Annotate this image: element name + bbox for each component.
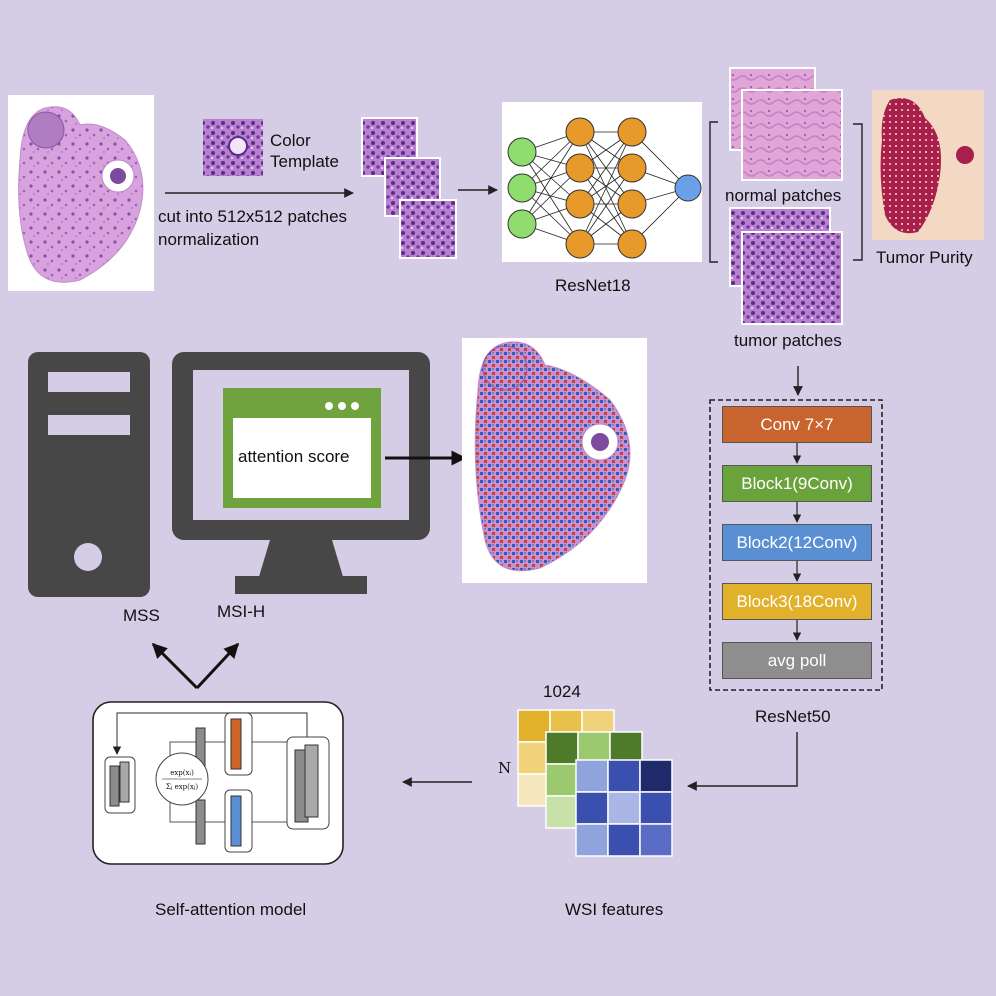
resnet50-block-1: Block1(9Conv) xyxy=(722,465,872,502)
block-label: Block3(18Conv) xyxy=(736,592,858,611)
self-attention-model-diagram: exp(xi) Σj exp(xj) xyxy=(92,701,344,865)
feature-n-label: N xyxy=(498,759,512,777)
tumor-purity-map xyxy=(872,90,984,240)
classification-output-arrows xyxy=(151,642,240,690)
tumor-patches-stack xyxy=(729,207,843,325)
neuron-node xyxy=(617,117,647,147)
bracket-right xyxy=(853,123,863,261)
attention-window xyxy=(223,388,381,508)
block-label: Conv 7×7 xyxy=(760,415,834,434)
resnet18-label: ResNet18 xyxy=(555,276,631,295)
block-label: avg poll xyxy=(767,651,827,670)
neuron-node xyxy=(507,209,537,239)
neuron-node xyxy=(617,189,647,219)
msi-h-label: MSI-H xyxy=(217,602,266,621)
normalization-label: normalization xyxy=(158,230,260,249)
feature-dim-label: 1024 xyxy=(543,682,581,701)
neuron-node xyxy=(565,117,595,147)
neuron-node xyxy=(507,173,537,203)
svg-text:exp(xi): exp(xi) xyxy=(170,769,194,777)
resnet50-block-avg-pool: avg poll xyxy=(722,642,872,679)
self-attention-model-label: Self-attention model xyxy=(155,900,307,919)
neuron-node xyxy=(617,229,647,259)
resnet50-block-2: Block2(12Conv) xyxy=(722,524,872,561)
wsi-feature-matrices xyxy=(517,709,673,857)
color-template-label: Color Template xyxy=(270,131,339,171)
neuron-node xyxy=(565,153,595,183)
attention-heatmap xyxy=(462,338,647,583)
computer-tower-icon xyxy=(28,352,150,597)
cut-patches-label: cut into 512x512 patches xyxy=(158,207,348,226)
resnet18-network xyxy=(502,102,702,262)
normal-patches-stack xyxy=(729,67,843,181)
arrow-resnet50-to-features xyxy=(687,732,798,791)
block-label: Block2(12Conv) xyxy=(736,533,858,552)
resnet50-block-3: Block3(18Conv) xyxy=(722,583,872,620)
attention-score-label: attention score xyxy=(238,447,350,466)
resnet50-block-conv7x7: Conv 7×7 xyxy=(722,406,872,443)
neuron-node xyxy=(674,174,702,202)
resnet50-box xyxy=(709,399,883,691)
resnet50-label: ResNet50 xyxy=(755,707,831,726)
neuron-node xyxy=(507,137,537,167)
wsi-features-label: WSI features xyxy=(565,900,664,919)
normal-patches-label: normal patches xyxy=(725,186,842,205)
neuron-node xyxy=(565,189,595,219)
neuron-node xyxy=(565,229,595,259)
svg-text:Σj exp(xj): Σj exp(xj) xyxy=(166,783,199,791)
neuron-node xyxy=(617,153,647,183)
tumor-purity-label: Tumor Purity xyxy=(876,248,973,267)
tumor-patches-label: tumor patches xyxy=(734,331,842,350)
mss-label: MSS xyxy=(123,606,160,625)
block-label: Block1(9Conv) xyxy=(741,474,853,493)
he-slide-thumbnail xyxy=(8,95,154,291)
normalized-patches-stack xyxy=(361,117,457,259)
bracket-left xyxy=(709,121,718,263)
color-template-patch xyxy=(203,119,263,176)
